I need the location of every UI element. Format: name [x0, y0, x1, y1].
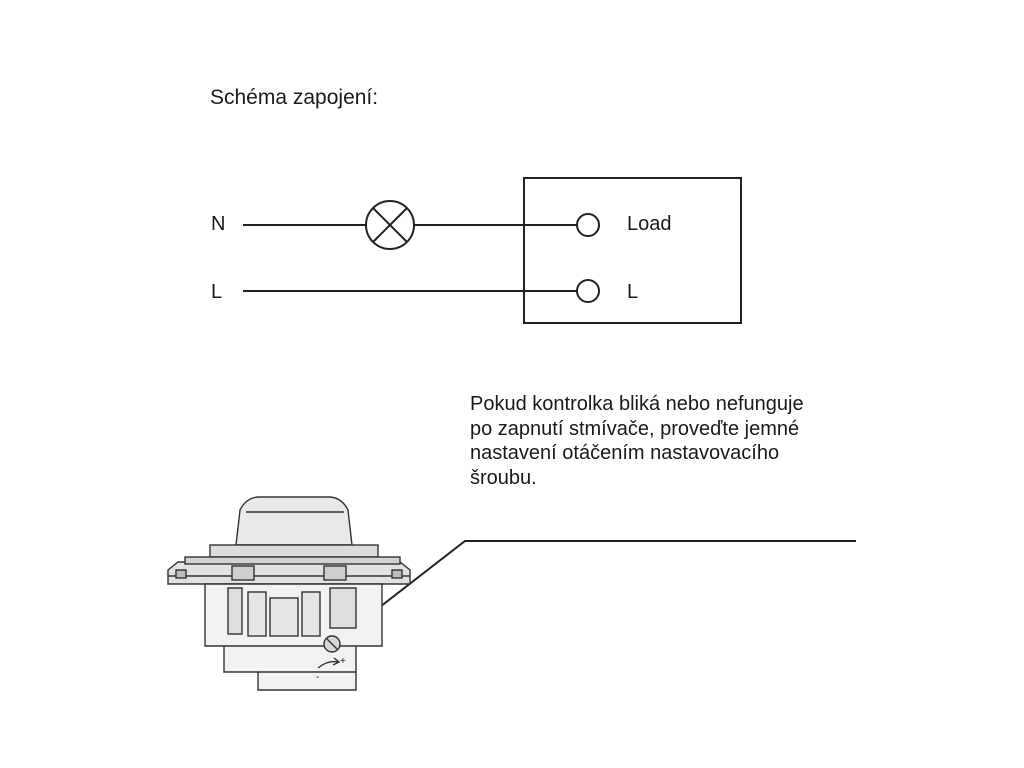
note-line: nastavení otáčením nastavovacího	[470, 442, 780, 464]
live-label: L	[211, 281, 223, 303]
callout-leader-line	[335, 540, 856, 642]
terminal-l	[576, 279, 600, 303]
note-line: Pokud kontrolka bliká nebo nefunguje	[470, 393, 804, 415]
neutral-label: N	[211, 213, 226, 235]
note-line: po zapnutí stmívače, proveďte jemné	[470, 417, 800, 440]
terminal-load	[576, 213, 600, 237]
adjustment-note: Pokud kontrolka bliká nebo nefunguje po …	[470, 392, 910, 490]
dimmer-box	[523, 177, 742, 324]
diagram-title: Schéma zapojení:	[210, 86, 379, 109]
load-terminal-label: Load	[627, 213, 672, 235]
screw-minus-sign: -	[316, 672, 319, 683]
live-terminal-label: L	[627, 281, 639, 303]
note-line: šroubu.	[470, 466, 537, 489]
dimmer-device-illustration	[167, 496, 411, 691]
screw-plus-sign: +	[340, 656, 346, 667]
lamp-symbol	[365, 200, 415, 250]
